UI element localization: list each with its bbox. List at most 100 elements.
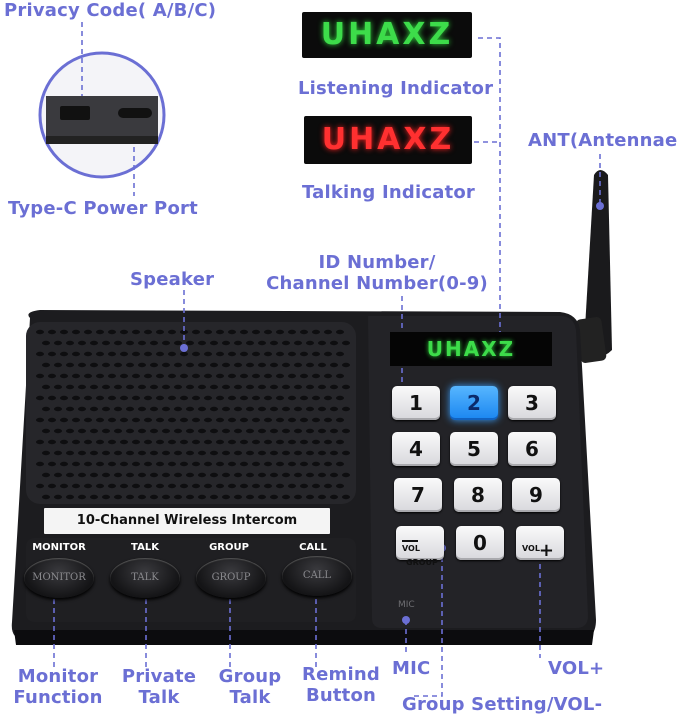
grille-hole bbox=[78, 428, 86, 434]
grille-hole bbox=[270, 472, 278, 478]
grille-hole bbox=[132, 373, 140, 379]
grille-hole bbox=[72, 329, 80, 335]
grille-hole bbox=[132, 417, 140, 423]
grille-hole bbox=[36, 483, 44, 489]
grille-hole bbox=[84, 439, 92, 445]
grille-hole bbox=[126, 340, 134, 346]
grille-hole bbox=[72, 439, 80, 445]
grille-hole bbox=[276, 329, 284, 335]
grille-hole bbox=[222, 340, 230, 346]
grille-hole bbox=[192, 439, 200, 445]
grille-hole bbox=[36, 329, 44, 335]
grille-hole bbox=[60, 461, 68, 467]
grille-hole bbox=[330, 362, 338, 368]
grille-hole bbox=[198, 428, 206, 434]
grille-hole bbox=[126, 362, 134, 368]
grille-hole bbox=[186, 428, 194, 434]
grille-hole bbox=[108, 461, 116, 467]
grille-hole bbox=[66, 428, 74, 434]
key-4[interactable]: 4 bbox=[392, 432, 440, 466]
group-button[interactable]: GROUP bbox=[196, 558, 266, 598]
grille-hole bbox=[336, 461, 344, 467]
grille-hole bbox=[36, 373, 44, 379]
grille-hole bbox=[186, 494, 194, 500]
key-6[interactable]: 6 bbox=[508, 432, 556, 466]
grille-hole bbox=[258, 406, 266, 412]
grille-hole bbox=[126, 406, 134, 412]
antenna bbox=[575, 170, 612, 363]
grille-hole bbox=[234, 384, 242, 390]
grille-hole bbox=[330, 340, 338, 346]
grille-hole bbox=[228, 439, 236, 445]
grille-hole bbox=[192, 417, 200, 423]
grille-hole bbox=[96, 395, 104, 401]
grille-hole bbox=[180, 439, 188, 445]
monitor-button[interactable]: MONITOR bbox=[24, 558, 94, 598]
grille-hole bbox=[132, 395, 140, 401]
remind-line1: Remind bbox=[302, 664, 380, 685]
grille-hole bbox=[108, 417, 116, 423]
grille-hole bbox=[306, 450, 314, 456]
key-3[interactable]: 3 bbox=[508, 386, 556, 420]
grille-hole bbox=[264, 373, 272, 379]
grille-hole bbox=[48, 483, 56, 489]
grille-hole bbox=[330, 384, 338, 390]
grille-hole bbox=[234, 494, 242, 500]
grille-hole bbox=[204, 351, 212, 357]
key-9[interactable]: 9 bbox=[512, 478, 560, 512]
grille-hole bbox=[210, 406, 218, 412]
grille-hole bbox=[150, 362, 158, 368]
grille-hole bbox=[210, 494, 218, 500]
grille-hole bbox=[240, 351, 248, 357]
key-7[interactable]: 7 bbox=[394, 478, 442, 512]
grille-hole bbox=[330, 472, 338, 478]
call-button[interactable]: CALL bbox=[282, 556, 352, 596]
grille-hole bbox=[276, 483, 284, 489]
grille-hole bbox=[312, 483, 320, 489]
grille-hole bbox=[240, 373, 248, 379]
grille-hole bbox=[336, 351, 344, 357]
grille-hole bbox=[252, 351, 260, 357]
grille-hole bbox=[276, 439, 284, 445]
grille-hole bbox=[180, 417, 188, 423]
grille-hole bbox=[96, 417, 104, 423]
grille-hole bbox=[192, 483, 200, 489]
grille-hole bbox=[336, 395, 344, 401]
grille-hole bbox=[102, 340, 110, 346]
grille-hole bbox=[234, 406, 242, 412]
grille-hole bbox=[270, 384, 278, 390]
grille-hole bbox=[276, 395, 284, 401]
key-5[interactable]: 5 bbox=[450, 432, 498, 466]
grille-hole bbox=[222, 450, 230, 456]
grille-hole bbox=[132, 329, 140, 335]
grille-hole bbox=[54, 450, 62, 456]
grille-hole bbox=[132, 351, 140, 357]
grille-hole bbox=[78, 406, 86, 412]
group-setting-label: Group Setting/VOL- bbox=[402, 694, 603, 715]
grille-hole bbox=[342, 494, 350, 500]
grille-hole bbox=[192, 373, 200, 379]
grille-hole bbox=[288, 373, 296, 379]
talk-button[interactable]: TALK bbox=[110, 558, 180, 598]
key-0[interactable]: 0 bbox=[456, 526, 504, 560]
grille-hole bbox=[222, 428, 230, 434]
key-8[interactable]: 8 bbox=[454, 478, 502, 512]
grille-hole bbox=[312, 439, 320, 445]
grille-hole bbox=[78, 340, 86, 346]
grille-hole bbox=[216, 329, 224, 335]
vol-minus-group-key[interactable]: VOL GROUP bbox=[396, 526, 444, 567]
grille-hole bbox=[336, 329, 344, 335]
grille-hole bbox=[114, 472, 122, 478]
vol-plus-key[interactable]: VOL + bbox=[516, 526, 564, 561]
product-name-strip: 10-Channel Wireless Intercom bbox=[44, 508, 330, 534]
grille-hole bbox=[288, 439, 296, 445]
grille-hole bbox=[72, 373, 80, 379]
grille-hole bbox=[144, 329, 152, 335]
key-1[interactable]: 1 bbox=[392, 386, 440, 420]
grille-hole bbox=[246, 494, 254, 500]
grille-hole bbox=[318, 428, 326, 434]
key-2[interactable]: 2 bbox=[450, 386, 498, 420]
grille-hole bbox=[126, 384, 134, 390]
grille-hole bbox=[252, 417, 260, 423]
mic-hole-label: MIC bbox=[398, 600, 415, 610]
